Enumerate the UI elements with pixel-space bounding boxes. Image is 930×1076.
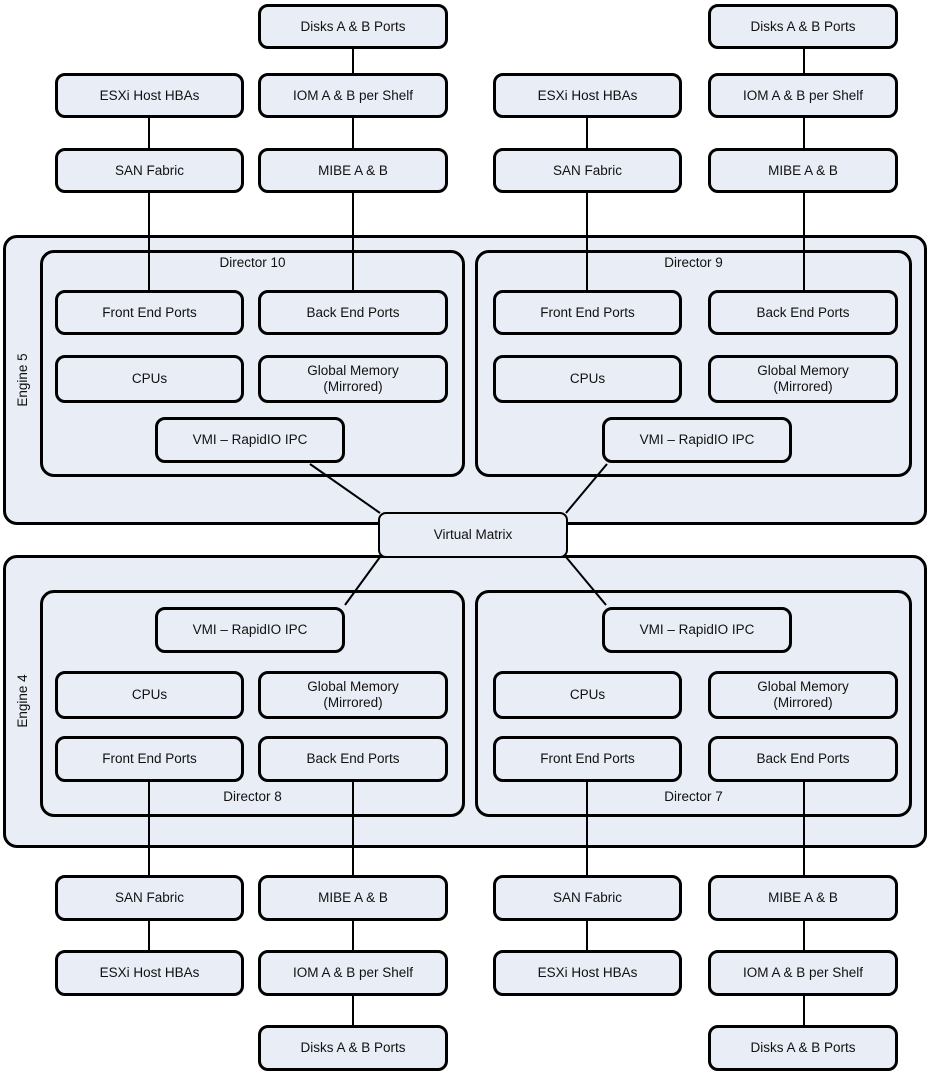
node-label: Back End Ports	[306, 304, 400, 320]
node-label: SAN Fabric	[552, 890, 623, 905]
node-label: Global Memory (Mirrored)	[757, 679, 849, 710]
node-esxi-hbas-top-left: ESXi Host HBAs	[55, 73, 244, 118]
node-label: Global Memory (Mirrored)	[307, 679, 399, 710]
node-label: IOM A & B per Shelf	[292, 87, 414, 103]
node-label: Back End Ports	[756, 304, 850, 320]
node-label: ESXi Host HBAs	[99, 965, 200, 980]
node-esxi-hbas-bottom-left: ESXi Host HBAs	[55, 950, 244, 996]
node-disks-ports-bottom-left: Disks A & B Ports	[258, 1025, 448, 1071]
node-label: CPUs	[569, 687, 606, 702]
node-label: Disks A & B Ports	[300, 18, 406, 34]
node-front-end-ports-d8: Front End Ports	[55, 736, 244, 782]
node-global-memory-d9: Global Memory (Mirrored)	[708, 355, 898, 403]
node-label: Global Memory (Mirrored)	[757, 363, 849, 394]
node-label: MIBE A & B	[768, 890, 838, 905]
director-7-title: Director 7	[664, 789, 723, 804]
node-label: VMI – RapidIO IPC	[639, 432, 755, 447]
node-disks-ports-top-right: Disks A & B Ports	[708, 4, 898, 49]
node-label: Disks A & B Ports	[750, 1040, 856, 1055]
director-9-title: Director 9	[664, 255, 723, 270]
node-label: Global Memory (Mirrored)	[307, 363, 399, 394]
node-iom-top-left: IOM A & B per Shelf	[258, 73, 448, 118]
node-san-fabric-top-left: SAN Fabric	[55, 148, 244, 193]
node-esxi-hbas-top-right: ESXi Host HBAs	[493, 73, 682, 118]
node-label: SAN Fabric	[114, 162, 185, 178]
node-label: VMI – RapidIO IPC	[639, 622, 755, 637]
node-label: Front End Ports	[540, 304, 635, 320]
node-label: SAN Fabric	[114, 890, 185, 905]
node-cpus-d8: CPUs	[55, 671, 244, 719]
node-front-end-ports-d7: Front End Ports	[493, 736, 682, 782]
node-label: VMI – RapidIO IPC	[192, 622, 308, 637]
node-label: Front End Ports	[540, 751, 635, 766]
node-san-fabric-bottom-left: SAN Fabric	[55, 875, 244, 921]
node-label: Front End Ports	[102, 751, 197, 766]
node-cpus-d9: CPUs	[493, 355, 682, 403]
node-label: Back End Ports	[306, 751, 400, 766]
node-global-memory-d7: Global Memory (Mirrored)	[708, 671, 898, 719]
node-label: Virtual Matrix	[433, 527, 513, 542]
director-8-box	[40, 590, 465, 817]
node-disks-ports-top-left: Disks A & B Ports	[258, 4, 448, 49]
node-label: MIBE A & B	[318, 890, 388, 905]
node-label: CPUs	[131, 687, 168, 702]
node-label: Disks A & B Ports	[300, 1040, 406, 1055]
node-label: Disks A & B Ports	[750, 18, 856, 34]
node-vmi-d8: VMI – RapidIO IPC	[155, 607, 345, 653]
node-mibe-bottom-left: MIBE A & B	[258, 875, 448, 921]
director-9-box	[475, 250, 912, 477]
node-vmi-d10: VMI – RapidIO IPC	[155, 417, 345, 463]
node-mibe-top-left: MIBE A & B	[258, 148, 448, 193]
node-esxi-hbas-bottom-right: ESXi Host HBAs	[493, 950, 682, 996]
node-label: ESXi Host HBAs	[537, 87, 638, 103]
node-mibe-bottom-right: MIBE A & B	[708, 875, 898, 921]
node-global-memory-d10: Global Memory (Mirrored)	[258, 355, 448, 403]
node-label: MIBE A & B	[318, 162, 388, 178]
node-label: SAN Fabric	[552, 162, 623, 178]
director-8-title: Director 8	[223, 789, 282, 804]
node-back-end-ports-d9: Back End Ports	[708, 290, 898, 335]
node-mibe-top-right: MIBE A & B	[708, 148, 898, 193]
node-iom-bottom-left: IOM A & B per Shelf	[258, 950, 448, 996]
node-back-end-ports-d10: Back End Ports	[258, 290, 448, 335]
engine-4-label: Engine 4	[15, 674, 30, 728]
node-iom-top-right: IOM A & B per Shelf	[708, 73, 898, 118]
node-label: ESXi Host HBAs	[99, 87, 200, 103]
node-cpus-d10: CPUs	[55, 355, 244, 403]
node-san-fabric-bottom-right: SAN Fabric	[493, 875, 682, 921]
node-iom-bottom-right: IOM A & B per Shelf	[708, 950, 898, 996]
director-10-title: Director 10	[219, 255, 286, 270]
node-san-fabric-top-right: SAN Fabric	[493, 148, 682, 193]
node-global-memory-d8: Global Memory (Mirrored)	[258, 671, 448, 719]
node-front-end-ports-d10: Front End Ports	[55, 290, 244, 335]
node-label: ESXi Host HBAs	[537, 965, 638, 980]
engine-5-label: Engine 5	[15, 353, 30, 407]
node-label: CPUs	[131, 371, 168, 386]
node-label: VMI – RapidIO IPC	[192, 432, 308, 447]
node-cpus-d7: CPUs	[493, 671, 682, 719]
node-label: IOM A & B per Shelf	[742, 87, 864, 103]
node-back-end-ports-d7: Back End Ports	[708, 736, 898, 782]
node-label: CPUs	[569, 371, 606, 386]
node-vmi-d7: VMI – RapidIO IPC	[602, 607, 792, 653]
node-front-end-ports-d9: Front End Ports	[493, 290, 682, 335]
director-7-box	[475, 590, 912, 817]
node-back-end-ports-d8: Back End Ports	[258, 736, 448, 782]
node-label: MIBE A & B	[768, 162, 838, 178]
node-disks-ports-bottom-right: Disks A & B Ports	[708, 1025, 898, 1071]
node-label: Back End Ports	[756, 751, 850, 766]
node-label: Front End Ports	[102, 304, 197, 320]
node-vmi-d9: VMI – RapidIO IPC	[602, 417, 792, 463]
director-10-box	[40, 250, 465, 477]
node-label: IOM A & B per Shelf	[292, 965, 414, 980]
node-label: IOM A & B per Shelf	[742, 965, 864, 980]
node-virtual-matrix: Virtual Matrix	[378, 512, 568, 558]
